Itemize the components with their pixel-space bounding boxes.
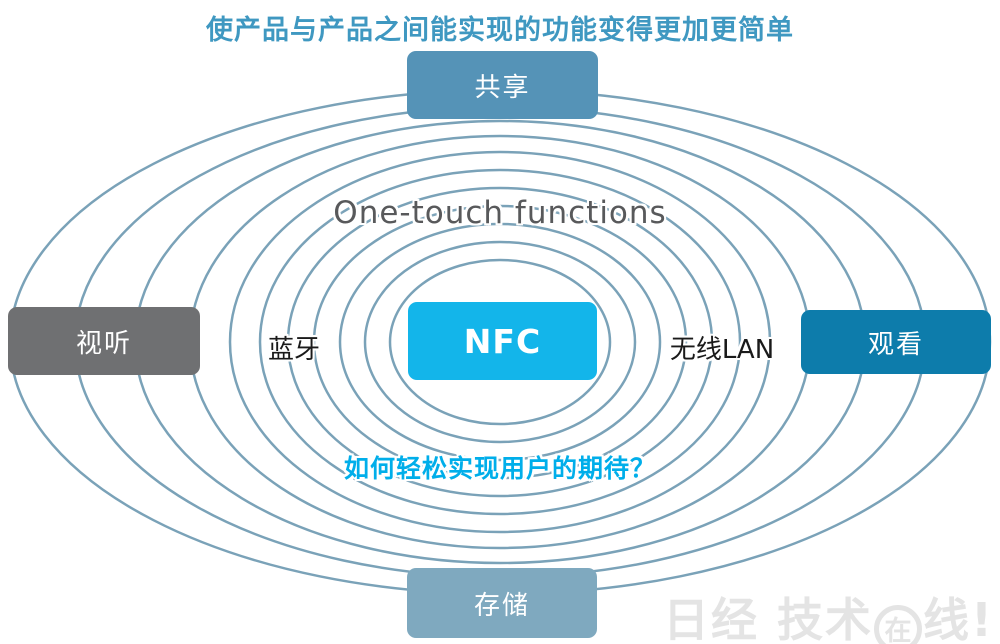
watermark-text-left: 日经 技术 (663, 593, 874, 644)
label-bluetooth: 蓝牙 (267, 335, 320, 365)
watermark: 日经 技术在线! (663, 584, 994, 644)
node-audiovisual-box: 视听 (8, 307, 200, 375)
node-nfc-label: NFC (463, 321, 542, 361)
node-watch-label: 观看 (867, 329, 924, 360)
ring (286, 186, 714, 498)
label-question: 如何轻松实现用户的期待？ (343, 454, 656, 483)
ring (363, 240, 637, 444)
ring (388, 258, 612, 426)
watermark-circled-char: 在 (874, 604, 923, 644)
node-audiovisual-label: 视听 (75, 328, 132, 359)
label-one-touch-functions: One-touch functions (333, 195, 667, 231)
watermark-text-right: 线! (923, 593, 994, 644)
ring (312, 204, 688, 480)
node-storage-box: 存储 (407, 568, 597, 638)
ring (338, 222, 662, 462)
ring (228, 150, 772, 534)
node-share-label: 共享 (474, 72, 531, 103)
ring (258, 168, 742, 516)
label-wireless-lan: 无线LAN (669, 335, 775, 365)
node-nfc-box: NFC (408, 302, 597, 380)
diagram-title: 使产品与产品之间能实现的功能变得更加更简单 (206, 15, 794, 46)
node-share-box: 共享 (407, 51, 598, 119)
node-watch-box: 观看 (801, 310, 991, 374)
node-storage-label: 存储 (473, 590, 530, 621)
